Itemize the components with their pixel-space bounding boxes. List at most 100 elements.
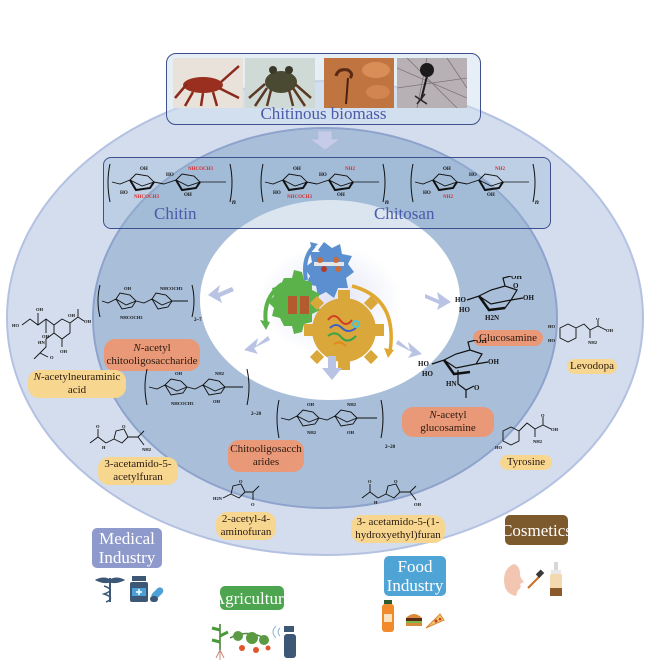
svg-text:OH: OH xyxy=(42,334,50,339)
svg-text:O: O xyxy=(122,424,126,429)
cosmetics-badge: Cosmetics xyxy=(501,515,572,545)
svg-text:NH2: NH2 xyxy=(215,371,225,376)
blue-gear-icon xyxy=(304,242,354,298)
levodopa-label: Levodopa xyxy=(567,359,617,374)
svg-text:O: O xyxy=(50,355,54,359)
svg-text:NHCOCH3: NHCOCH3 xyxy=(171,401,194,406)
svg-text:NH2: NH2 xyxy=(142,447,152,452)
svg-text:OH: OH xyxy=(337,193,345,198)
dropper-icon xyxy=(527,569,545,589)
svg-text:O: O xyxy=(541,413,545,418)
mushroom-photo xyxy=(324,58,394,108)
svg-text:HO: HO xyxy=(459,306,470,314)
medicine-bottle-icon xyxy=(130,576,148,602)
svg-text:HO: HO xyxy=(495,445,503,450)
svg-text:NHCOCH3: NHCOCH3 xyxy=(134,195,160,200)
chitosan-label: Chitosan xyxy=(374,204,435,223)
svg-text:NHCOCH3: NHCOCH3 xyxy=(120,315,143,320)
svg-text:OH: OH xyxy=(443,167,451,172)
svg-text:2~20: 2~20 xyxy=(385,445,396,450)
chitin-chitosan-box: OH HO NHCOCH3 HO NHCOCH3 OH n OH HO NHCO… xyxy=(103,157,551,229)
arrow-to-glcnac-icon xyxy=(396,340,422,358)
svg-text:OH: OH xyxy=(68,313,76,318)
crayfish-photo xyxy=(173,58,243,108)
glcnac-structure: OH HO HO OH HN O xyxy=(418,340,499,398)
svg-text:NHCOCH3: NHCOCH3 xyxy=(160,286,183,291)
gold-rotation-arrow-icon xyxy=(351,284,393,353)
neu5ac-structure: HO OH OH HN OH OH OH O xyxy=(12,307,92,359)
svg-text:H2N: H2N xyxy=(485,314,499,322)
cos-structure-left: OH NHCOCH3 NH2 OH 2~20 xyxy=(144,368,262,417)
aminofuran-structure: H2N O O xyxy=(213,479,260,507)
svg-text:NH2: NH2 xyxy=(443,195,454,200)
svg-text:OH: OH xyxy=(36,307,44,312)
svg-text:n: n xyxy=(385,198,389,206)
svg-text:H: H xyxy=(374,500,378,505)
cosmetics-icons xyxy=(504,562,562,596)
tyrosine-structure: HO OH NH2 O xyxy=(495,413,559,450)
arrow-to-glucosamine-icon xyxy=(425,292,451,310)
svg-text:HO: HO xyxy=(422,370,433,378)
svg-text:HO: HO xyxy=(12,323,20,328)
down-arrow-icon xyxy=(309,131,341,151)
svg-text:HO: HO xyxy=(120,191,128,196)
svg-text:O: O xyxy=(394,479,398,484)
juice-bottle-icon xyxy=(382,600,394,632)
enzyme-gears xyxy=(260,242,394,370)
svg-text:NH2: NH2 xyxy=(588,340,598,345)
svg-text:OH: OH xyxy=(124,286,132,291)
svg-text:OH: OH xyxy=(175,371,183,376)
arrow-to-nacos-icon xyxy=(208,285,234,303)
crop-icon xyxy=(229,631,271,653)
chitosan-structure-partial: OH HO NHCOCH3 HO NH2 OH n xyxy=(260,163,389,206)
aaf-label: 3-acetamido-5-acetylfuran xyxy=(98,457,178,485)
svg-text:OH: OH xyxy=(606,328,614,333)
svg-text:O: O xyxy=(596,318,600,321)
svg-text:HO: HO xyxy=(548,338,556,343)
agriculture-badge: Agriculture xyxy=(213,586,291,610)
svg-text:OH: OH xyxy=(60,349,68,354)
svg-text:NH2: NH2 xyxy=(495,167,506,172)
svg-text:NH2: NH2 xyxy=(307,430,317,435)
svg-text:NH2: NH2 xyxy=(347,402,357,407)
svg-text:HN: HN xyxy=(446,380,457,388)
svg-text:HO: HO xyxy=(548,324,556,329)
burger-icon xyxy=(406,614,422,626)
svg-text:HO: HO xyxy=(273,191,281,196)
svg-text:O: O xyxy=(96,424,100,429)
svg-text:OH: OH xyxy=(140,167,148,172)
chitinous-biomass-box: Chitinous biomass xyxy=(166,53,481,125)
svg-text:OH: OH xyxy=(487,193,495,198)
gold-gear-icon xyxy=(304,290,384,370)
svg-text:NHCOCH3: NHCOCH3 xyxy=(287,195,313,200)
svg-text:NH2: NH2 xyxy=(533,439,543,444)
svg-text:H: H xyxy=(102,445,106,450)
svg-text:OH: OH xyxy=(551,427,559,432)
svg-text:H2N: H2N xyxy=(213,496,223,501)
svg-text:O: O xyxy=(513,282,519,290)
arrow-to-cos-down-icon xyxy=(322,356,342,380)
svg-text:OH: OH xyxy=(476,340,487,345)
svg-text:OH: OH xyxy=(347,430,355,435)
svg-text:HO: HO xyxy=(319,173,327,178)
arrow-to-cos-left-icon xyxy=(244,336,270,354)
chitosan-structure: OH HO NH2 HO NH2 OH n xyxy=(410,163,539,206)
glucosamine-structure: OH HO HO OH H2N O xyxy=(455,276,534,322)
caduceus-icon xyxy=(94,577,126,603)
svg-text:OH: OH xyxy=(488,358,499,366)
medical-icons xyxy=(94,576,164,603)
svg-text:HO: HO xyxy=(469,173,477,178)
spray-bottle-icon xyxy=(272,625,296,658)
chitinous-biomass-label: Chitinous biomass xyxy=(260,104,387,123)
svg-text:OH: OH xyxy=(523,294,534,302)
svg-text:OH: OH xyxy=(307,402,315,407)
plant-icon xyxy=(211,624,229,660)
glucosamine-label: Glucosamine xyxy=(473,330,543,346)
svg-text:OH: OH xyxy=(213,399,221,404)
agriculture-icons xyxy=(211,624,296,660)
tyrosine-label: Tyrosine xyxy=(500,455,552,470)
